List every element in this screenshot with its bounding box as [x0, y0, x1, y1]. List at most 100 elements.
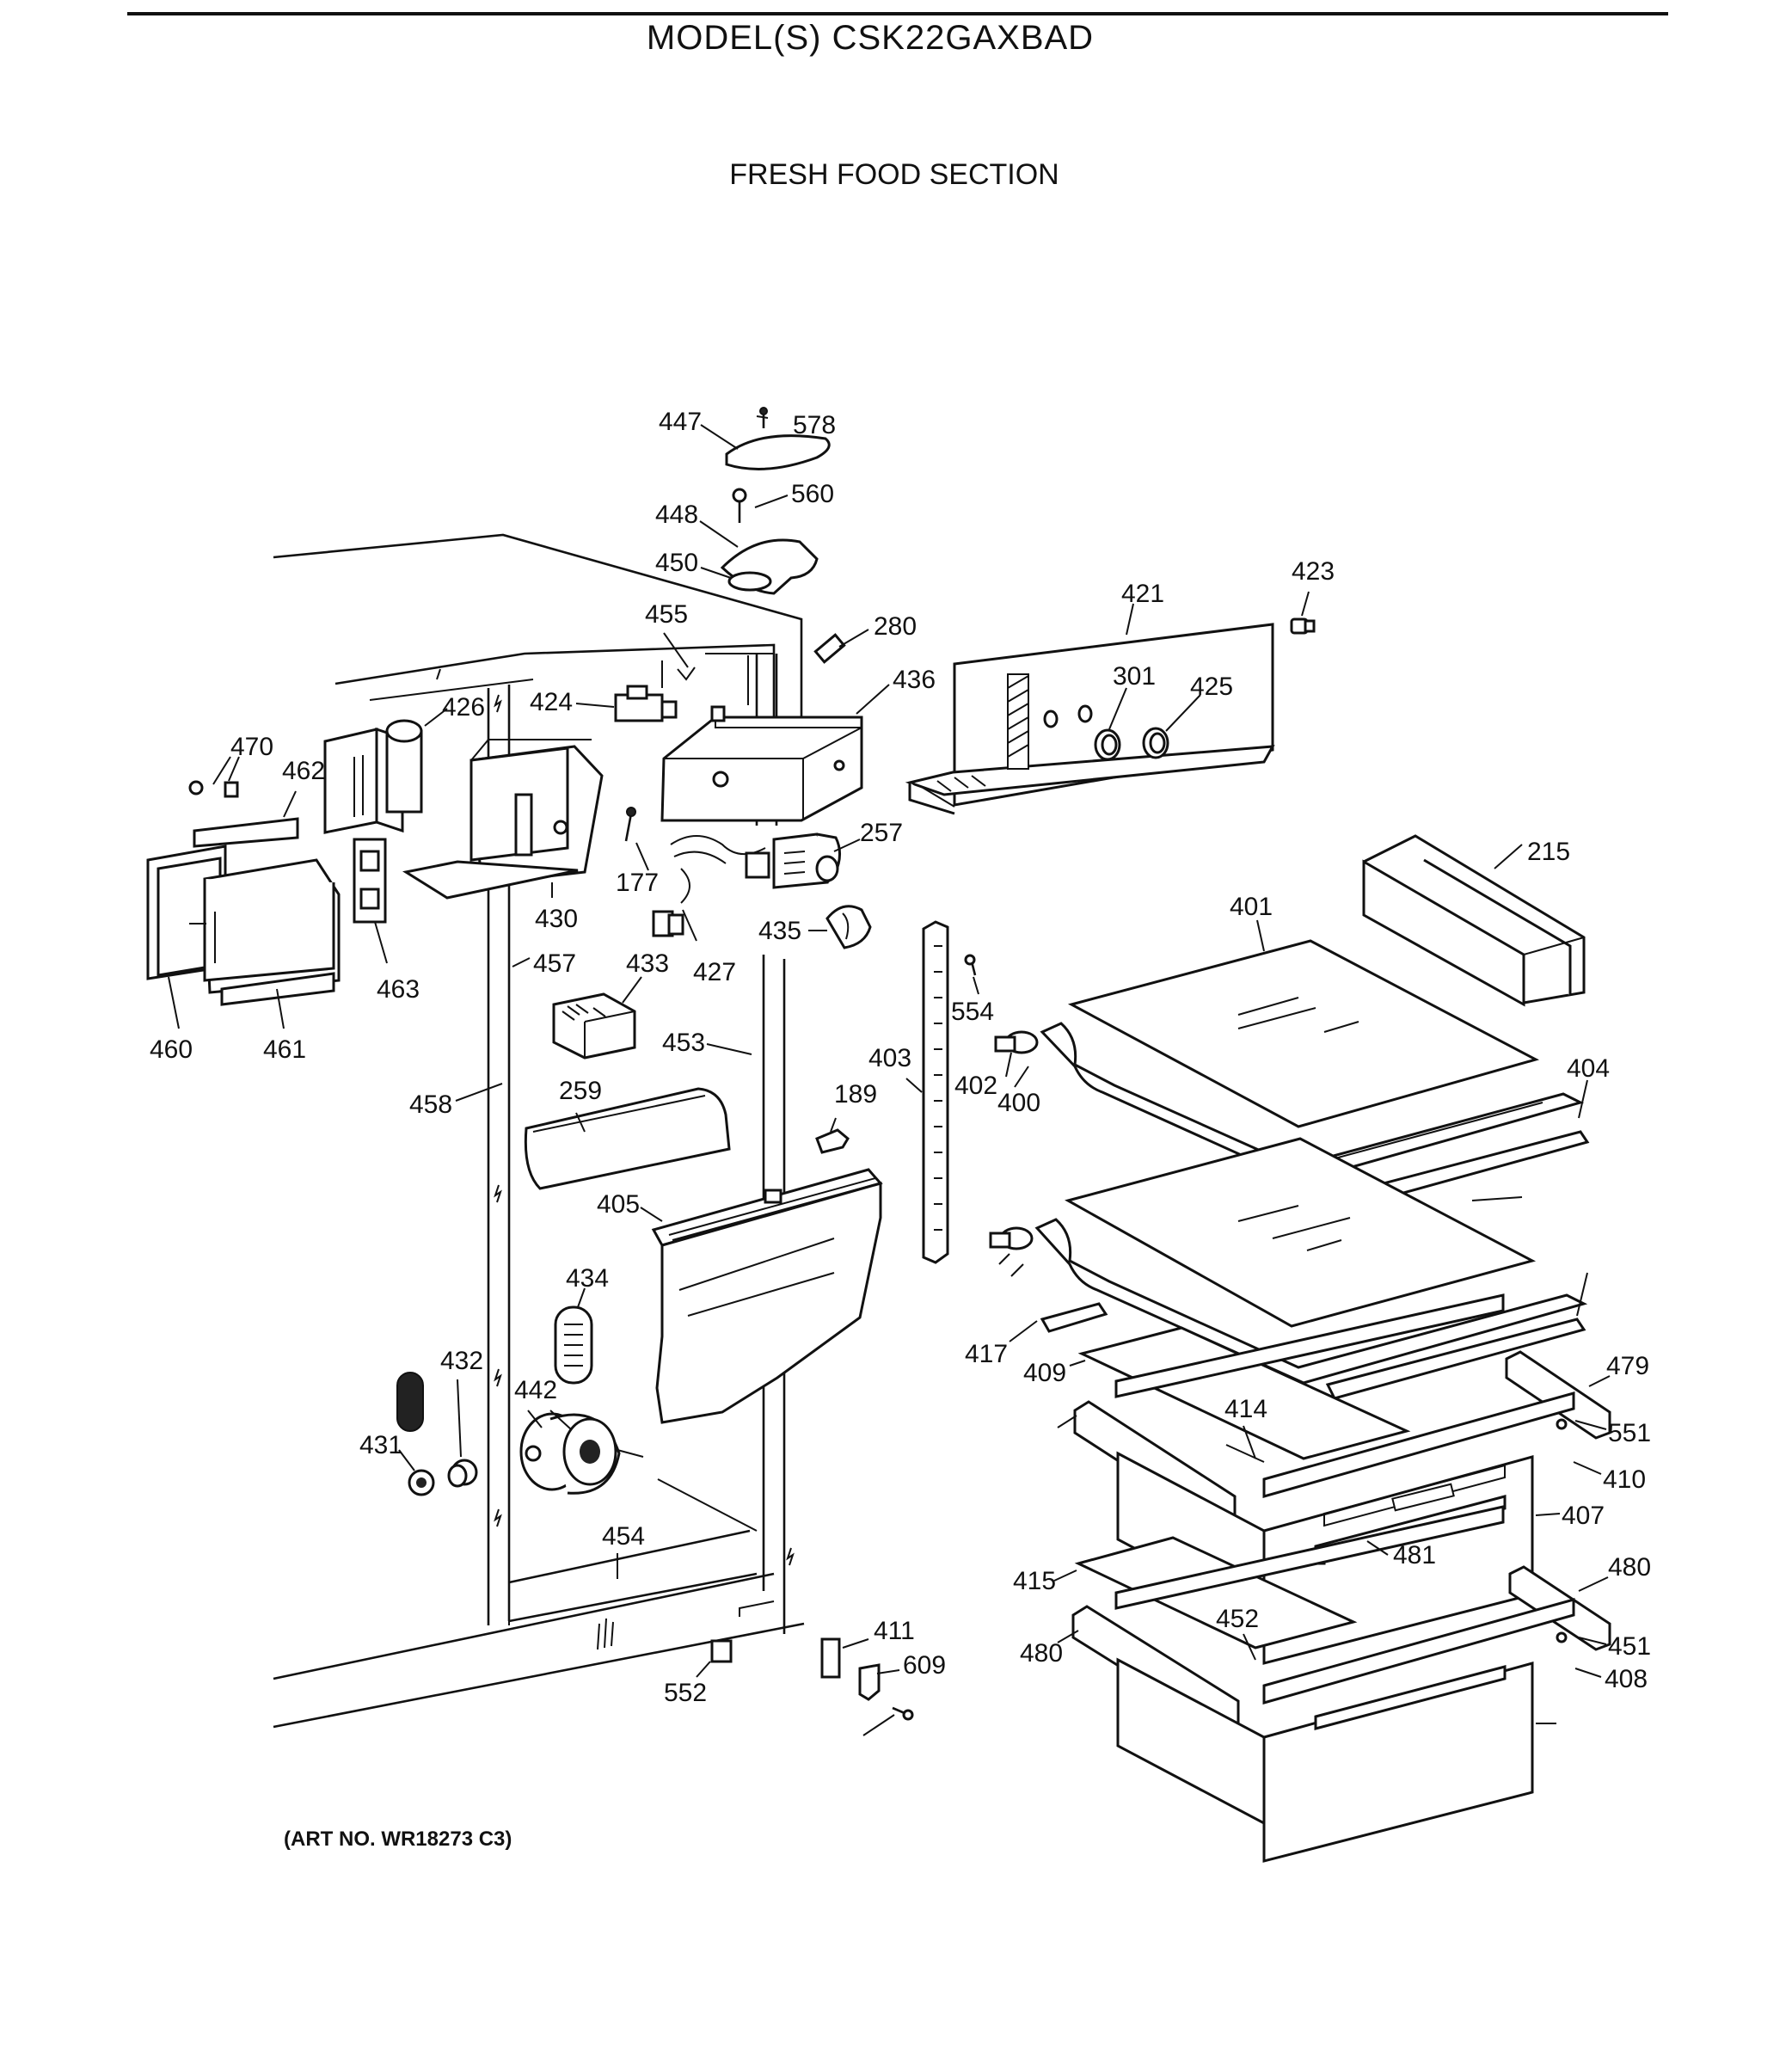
callout-label: 453 — [662, 1029, 705, 1057]
callout-label: 442 — [514, 1376, 557, 1404]
upper-shelf — [994, 939, 1585, 1183]
part-470-screw — [188, 780, 239, 798]
callout-label: 426 — [442, 693, 485, 722]
part-434-vent — [554, 1305, 593, 1385]
callout-label: 451 — [1608, 1632, 1651, 1661]
callout-label: 417 — [965, 1340, 1008, 1368]
part-417-rail — [1040, 1302, 1108, 1333]
screw-icon — [624, 807, 636, 842]
art-number: (ART NO. WR18273 C3) — [284, 1828, 512, 1851]
part-427-harness — [652, 835, 770, 937]
callout-label: 410 — [1603, 1465, 1646, 1494]
callout-label: 560 — [791, 480, 834, 508]
middle-shelf — [989, 1137, 1588, 1385]
callout-label: 280 — [874, 612, 917, 641]
callout-label: 455 — [645, 600, 688, 629]
callout-label: 552 — [664, 1679, 707, 1707]
callout-label: 481 — [1393, 1541, 1436, 1570]
part-280-bulb — [813, 633, 846, 664]
part-424-thermostat — [614, 685, 678, 722]
callout-label: 479 — [1606, 1352, 1649, 1380]
callout-label: 430 — [535, 905, 578, 933]
callout-label: 301 — [1113, 662, 1156, 691]
callout-labels: 447 578 560 448 450 455 280 421 423 424 … — [150, 408, 1651, 1707]
callout-label: 415 — [1013, 1567, 1056, 1595]
callout-label: 470 — [230, 733, 273, 761]
callout-label: 405 — [597, 1190, 640, 1219]
callout-label: 435 — [758, 917, 801, 945]
callout-label: 427 — [693, 958, 736, 986]
callout-label: 458 — [409, 1090, 452, 1119]
callout-label: 177 — [616, 869, 659, 897]
part-403-ladder — [922, 920, 949, 1264]
callout-label: 609 — [903, 1651, 946, 1680]
light-socket-icon — [825, 905, 872, 949]
part-415-glass — [1074, 1536, 1358, 1649]
control-knob-icon — [1094, 728, 1121, 761]
part-451-hinge — [858, 1663, 881, 1701]
callout-label: 463 — [377, 975, 420, 1004]
control-knob-icon — [1142, 727, 1169, 759]
callout-label: 460 — [150, 1035, 193, 1064]
part-450-gasket — [727, 571, 772, 592]
callout-label: 408 — [1605, 1665, 1648, 1693]
screw-icon — [732, 488, 747, 523]
callout-label: 425 — [1190, 673, 1233, 701]
section-title: FRESH FOOD SECTION — [729, 158, 1059, 191]
part-189-clip — [815, 1128, 850, 1154]
callout-label: 452 — [1216, 1605, 1259, 1633]
callout-label: 457 — [533, 949, 576, 978]
part-463-bracket — [353, 838, 387, 924]
callout-label: 447 — [659, 408, 702, 436]
part-436-damper-housing — [660, 705, 863, 822]
callout-label: 434 — [566, 1264, 609, 1293]
callout-label: 433 — [626, 949, 669, 978]
callout-label: 409 — [1023, 1359, 1066, 1387]
part-215-bin — [1362, 834, 1586, 1007]
part-421-control-panel — [905, 623, 1275, 815]
part-409-glass — [1077, 1326, 1411, 1460]
leader-lines — [168, 415, 1611, 1736]
part-432-vent — [396, 1372, 424, 1432]
screw-icon — [964, 954, 977, 976]
part-462-cover — [193, 817, 299, 848]
callout-label: 431 — [359, 1431, 402, 1459]
callout-label: 461 — [263, 1035, 306, 1064]
callout-label: 401 — [1230, 893, 1273, 921]
part-259-cover — [524, 1087, 731, 1190]
callout-label: 480 — [1608, 1553, 1651, 1582]
callout-label: 432 — [440, 1347, 483, 1375]
callout-label: 402 — [954, 1072, 997, 1100]
callout-label: 403 — [868, 1044, 911, 1072]
callout-label: 480 — [1020, 1639, 1063, 1668]
part-404-rail — [1325, 1318, 1586, 1400]
part-426-housing — [323, 719, 423, 834]
callout-label: 404 — [1567, 1054, 1610, 1083]
part-609-clip — [710, 1639, 733, 1663]
callout-label: 189 — [834, 1080, 877, 1109]
callout-label: 462 — [282, 757, 325, 785]
part-432-collar — [447, 1459, 478, 1488]
callout-label: 424 — [530, 688, 573, 716]
callout-label: 551 — [1608, 1419, 1651, 1447]
part-405-diffuser — [651, 1168, 883, 1424]
part-447-cover — [725, 434, 831, 470]
part-479-slide-right — [1505, 1350, 1611, 1440]
callout-label: 454 — [602, 1522, 645, 1551]
callout-label: 554 — [951, 998, 994, 1026]
callout-label: 450 — [655, 549, 698, 577]
light-socket-icon — [408, 1469, 435, 1496]
fan-icon — [552, 992, 636, 1060]
callout-label: 414 — [1224, 1395, 1267, 1423]
callout-label: 436 — [893, 666, 936, 694]
part-423-bulb — [1290, 617, 1316, 635]
part-460-461-housing — [146, 845, 341, 1006]
callout-label: 411 — [874, 1617, 915, 1645]
callout-label: 400 — [997, 1089, 1040, 1117]
callout-label: 259 — [559, 1077, 602, 1105]
callout-label: 578 — [793, 411, 836, 439]
part-430-duct — [402, 739, 604, 900]
callout-label: 257 — [860, 819, 903, 847]
